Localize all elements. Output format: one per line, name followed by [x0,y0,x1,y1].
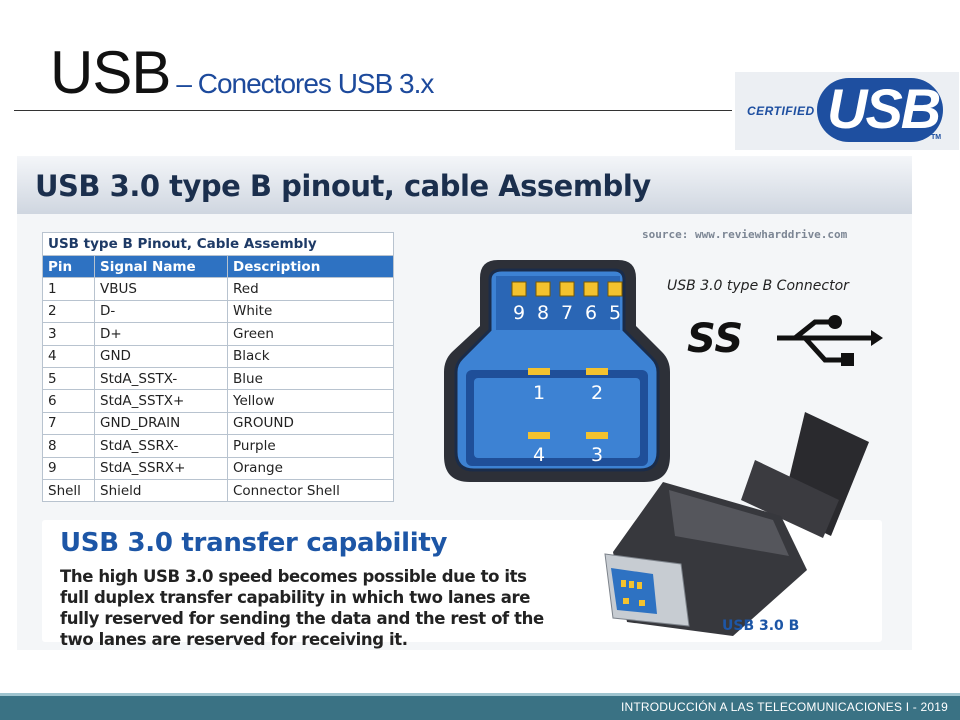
pin-cell: 9 [42,456,95,480]
pin-cell: 7 [42,411,95,436]
signal-cell: StdA_SSTX+ [94,389,228,413]
pinout-table: USB type B Pinout, Cable Assembly Pin Si… [42,232,394,503]
description-cell: Red [227,277,394,301]
usb-trident-icon [777,319,871,363]
transfer-line: fully reserved for sending the data and … [60,609,544,628]
pin-number-8: 8 [537,302,549,324]
logo-tm-text: TM [931,134,942,141]
footer-bar [0,693,960,720]
pin-number-4: 4 [533,444,545,466]
pinout-table-caption: USB type B Pinout, Cable Assembly [42,232,394,256]
transfer-line: full duplex transfer capability in which… [60,588,531,607]
plug-housing-top [669,490,789,556]
usb-arrow-tip [871,330,883,346]
signal-cell: GND_DRAIN [94,411,228,436]
description-cell: Blue [227,366,394,391]
superspeed-usb-icon: SS [687,315,883,366]
bottom-contacts [528,432,608,439]
usb-square-tip [841,353,854,366]
plug-blue-insert [611,568,657,614]
pin-cell: 3 [42,322,95,346]
cable-label: USB 3.0 B [722,618,800,634]
usb-3-b-cable-illustration [604,412,869,636]
description-cell: Purple [227,434,394,458]
description-cell: Orange [227,456,394,480]
strain-relief [741,460,839,538]
type-b-connector-diagram: 9 8 7 6 5 1 2 4 3 [444,260,670,482]
pin-cell: 1 [42,277,95,301]
signal-cell: D+ [94,322,228,346]
signal-cell: Shield [94,478,228,503]
pin-cell: 4 [42,344,95,368]
pin-number-6: 6 [585,302,597,324]
ss-text: SS [687,316,743,362]
pin-number-2: 2 [591,382,603,404]
top-contacts [511,281,623,297]
pin-cell: 5 [42,366,95,391]
title-underline [14,110,732,111]
usb-circle-tip [828,315,842,329]
logo-usb-text: USB [827,77,941,140]
pin-cell: Shell [42,478,95,503]
connector-label: USB 3.0 type B Connector [667,278,849,294]
signal-cell: StdA_SSTX- [94,366,228,391]
header-signal-name: Signal Name [94,254,228,279]
footer-course-label: INTRODUCCIÓN A LAS TELECOMUNICACIONES I … [620,700,948,714]
mid-contacts [528,368,608,375]
description-cell: Yellow [227,389,394,413]
pin-number-7: 7 [561,302,573,324]
pin-cell: 8 [42,434,95,458]
logo-certified-text: CERTIFIED [747,104,815,118]
header-pin: Pin [42,254,95,279]
transfer-body: The high USB 3.0 speed becomes possible … [60,566,560,650]
header-description: Description [227,254,394,279]
description-cell: Connector Shell [227,478,394,503]
slide-title-main: USB [50,39,171,106]
description-cell: Black [227,344,394,368]
footer-highlight-line [0,693,960,696]
infographic-title: USB 3.0 type B pinout, cable Assembly [35,169,651,203]
signal-cell: VBUS [94,277,228,301]
certified-usb-logo: CERTIFIED USB TM [735,72,959,150]
signal-cell: StdA_SSRX+ [94,456,228,480]
transfer-line: two lanes are reserved for receiving it. [60,630,408,649]
logo-badge [817,78,943,142]
pin-cell: 2 [42,299,95,324]
transfer-title: USB 3.0 transfer capability [60,528,448,558]
infographic-body: source: www.reviewharddrive.com USB type… [17,214,912,650]
pin-number-1: 1 [533,382,545,404]
pin-cell: 6 [42,389,95,413]
pin-number-9: 9 [513,302,525,324]
pin-number-3: 3 [591,444,603,466]
signal-cell: GND [94,344,228,368]
infographic-header: USB 3.0 type B pinout, cable Assembly [17,156,912,214]
signal-cell: StdA_SSRX- [94,434,228,458]
signal-cell: D- [94,299,228,324]
source-credit: source: www.reviewharddrive.com [642,228,848,241]
description-cell: Green [227,322,394,346]
transfer-line: The high USB 3.0 speed becomes possible … [60,567,527,586]
description-cell: GROUND [227,411,394,436]
plug-contacts [621,580,645,606]
slide-subtitle: – Conectores USB 3.x [176,68,434,99]
description-cell: White [227,299,394,324]
pin-number-5: 5 [609,302,621,324]
pinout-table-header-row: Pin Signal Name Description [42,254,394,279]
pinout-infographic: USB 3.0 type B pinout, cable Assembly so… [17,156,912,650]
slide-title: USB– Conectores USB 3.x [50,38,434,108]
